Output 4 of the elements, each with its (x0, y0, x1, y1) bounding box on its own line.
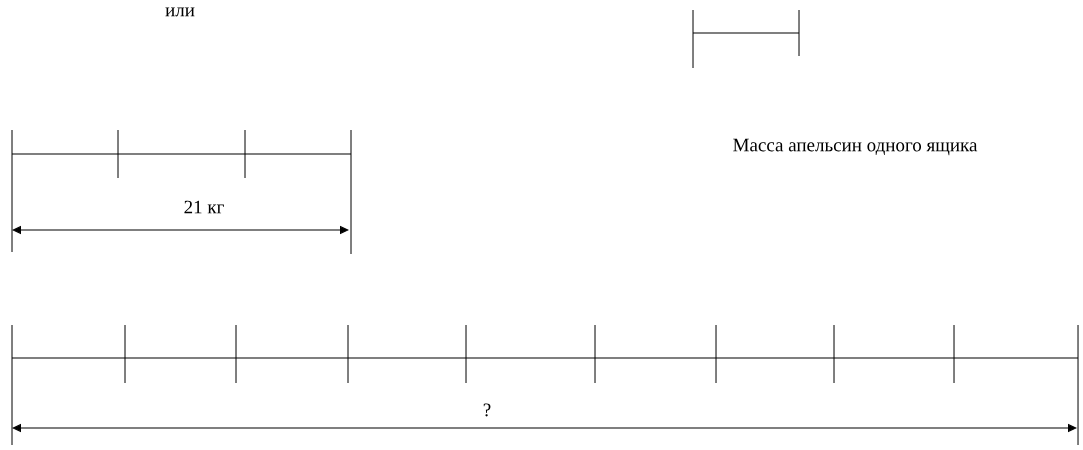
label-text: или (165, 7, 195, 17)
label-text: 21 кг (184, 200, 224, 214)
label-text: Масса апельсин одного ящика (733, 138, 978, 156)
label-text: ? (483, 403, 491, 417)
